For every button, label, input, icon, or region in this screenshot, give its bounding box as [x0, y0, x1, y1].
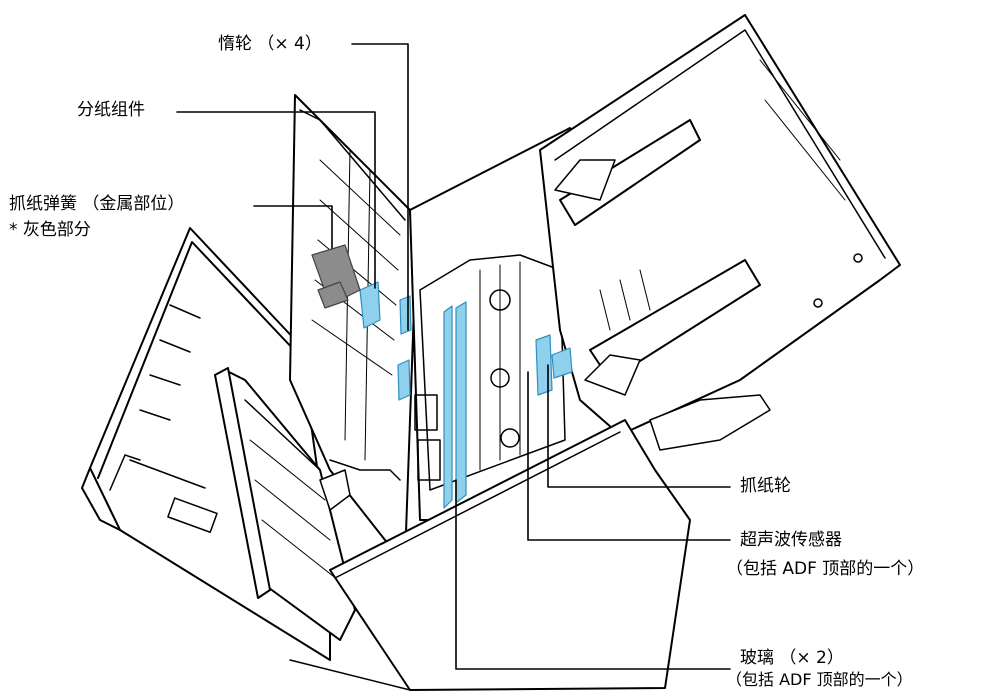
leader-pick-roller [547, 364, 731, 488]
leader-idle-roller [351, 43, 409, 331]
glass-strip [443, 305, 453, 509]
label-pick-spring: 抓纸弹簧 （金属部位） [9, 194, 185, 214]
idle-roller [397, 359, 411, 401]
label-ultrasonic: 超声波传感器 [740, 530, 842, 550]
separator-pads [359, 281, 381, 329]
ultrasonic-sensor [551, 347, 573, 379]
glass-strips [443, 301, 467, 509]
label-glass: 玻璃 （× 2） [740, 648, 844, 668]
label-glass-note: （包括 ADF 顶部的一个） [726, 670, 913, 689]
leader-separator [176, 111, 376, 289]
leader-pick-spring [253, 205, 333, 249]
pick-roller [535, 334, 553, 396]
idle-roller [399, 295, 412, 335]
leader-ultrasonic [527, 371, 731, 541]
label-pick-spring-note: * 灰色部分 [9, 220, 91, 240]
label-ultrasonic-note: （包括 ADF 顶部的一个） [726, 559, 925, 579]
leader-glass [455, 479, 731, 670]
label-pick-roller: 抓纸轮 [740, 476, 791, 496]
glass-strip [455, 301, 467, 504]
separator-pad [359, 281, 381, 329]
feed-tray [539, 14, 901, 451]
leader-lines [176, 43, 731, 670]
label-separator: 分纸组件 [77, 100, 145, 120]
chute-door [214, 367, 356, 641]
idle-rollers [397, 295, 412, 401]
label-idle-roller: 惰轮 （× 4） [218, 34, 322, 54]
pick-spring [311, 244, 361, 309]
